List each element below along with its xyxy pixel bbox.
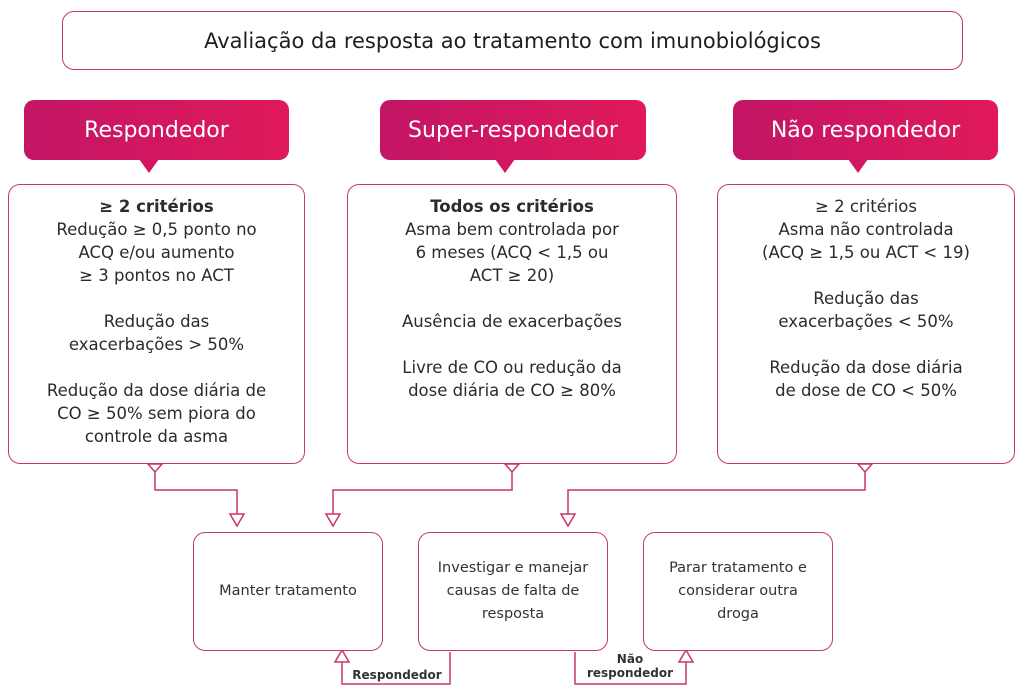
arrowhead-up-icon <box>677 648 695 663</box>
arrowhead-up-icon <box>333 648 351 663</box>
action-line: Parar tratamento e <box>669 560 807 576</box>
criteria-line: ACT ≥ 20) <box>469 266 555 285</box>
action-line: considerar outra <box>678 583 798 599</box>
criteria-line: Redução das <box>813 289 919 308</box>
feedback-label-nao-respondedor: Não respondedor <box>580 652 680 680</box>
connector-feedback-nao <box>574 652 687 685</box>
connector-super-manter <box>332 465 513 514</box>
arrowhead-down-icon <box>228 513 246 528</box>
criteria-line: exacerbações > 50% <box>68 335 245 354</box>
criteria-line: ≥ 2 critérios <box>815 197 917 216</box>
arrowhead-down-icon <box>559 513 577 528</box>
criteria-line: controle da asma <box>84 427 229 446</box>
header-nao-respondedor-label: Não respondedor <box>770 117 961 143</box>
feedback-label-respondedor: Respondedor <box>345 668 449 682</box>
criteria-line: de dose de CO < 50% <box>775 381 957 400</box>
action-box-investigar: Investigar e manejar causas de falta de re… <box>418 532 608 651</box>
criteria-line: Redução das <box>103 312 210 331</box>
action-line: Manter tratamento <box>219 583 357 599</box>
connector-respondedor-manter <box>154 465 238 514</box>
criteria-line: CO ≥ 50% sem piora do <box>57 404 256 423</box>
header-super-respondedor: Super-respondedor <box>380 100 646 173</box>
criteria-line: Asma bem controlada por <box>405 220 619 239</box>
diagram-title-text: Avaliação da resposta ao tratamento com … <box>204 28 821 53</box>
criteria-line: ACQ e/ou aumento <box>78 243 235 262</box>
criteria-line: 6 meses (ACQ < 1,5 ou <box>415 243 609 262</box>
action-box-parar: Parar tratamento e considerar outra droga <box>643 532 833 651</box>
spacer <box>348 287 676 310</box>
feedback-label-respondedor-text: Respondedor <box>352 668 442 682</box>
action-line: causas de falta de <box>446 583 580 599</box>
pointer-icon <box>146 463 164 474</box>
spacer <box>348 333 676 356</box>
pointer-icon <box>856 463 874 474</box>
criteria-line: Redução da dose diária de <box>46 381 267 400</box>
spacer <box>9 287 304 310</box>
action-box-manter: Manter tratamento <box>193 532 383 651</box>
criteria-line: Todos os critérios <box>430 197 594 216</box>
criteria-line: (ACQ ≥ 1,5 ou ACT < 19) <box>762 243 970 262</box>
criteria-line: exacerbações < 50% <box>778 312 954 331</box>
header-respondedor: Respondedor <box>24 100 289 173</box>
feedback-label-nao-line2: respondedor <box>586 666 674 680</box>
criteria-line: Ausência de exacerbações <box>401 312 623 331</box>
criteria-line: Redução ≥ 0,5 ponto no <box>56 220 257 239</box>
criteria-line: Redução da dose diária <box>769 358 963 377</box>
criteria-line: ≥ 3 pontos no ACT <box>79 266 234 285</box>
action-line: resposta <box>481 606 545 622</box>
arrowhead-down-icon <box>324 513 342 528</box>
diagram-title: Avaliação da resposta ao tratamento com … <box>62 11 963 70</box>
criteria-line: Livre de CO ou redução da <box>402 358 622 377</box>
spacer <box>718 264 1014 287</box>
criteria-line: dose diária de CO ≥ 80% <box>408 381 616 400</box>
action-line: Investigar e manejar <box>437 560 589 576</box>
connector-feedback-respondedor <box>341 652 451 685</box>
header-super-respondedor-label: Super-respondedor <box>408 117 618 143</box>
criteria-line: ≥ 2 critérios <box>99 197 214 216</box>
header-nao-respondedor: Não respondedor <box>733 100 998 173</box>
spacer <box>718 333 1014 356</box>
connector-nao-investigar <box>567 465 866 514</box>
action-line: droga <box>717 606 759 622</box>
pointer-icon <box>503 463 521 474</box>
header-respondedor-label: Respondedor <box>84 117 229 143</box>
feedback-label-nao-line1: Não <box>616 652 644 666</box>
criteria-line: Asma não controlada <box>778 220 954 239</box>
spacer <box>9 356 304 379</box>
